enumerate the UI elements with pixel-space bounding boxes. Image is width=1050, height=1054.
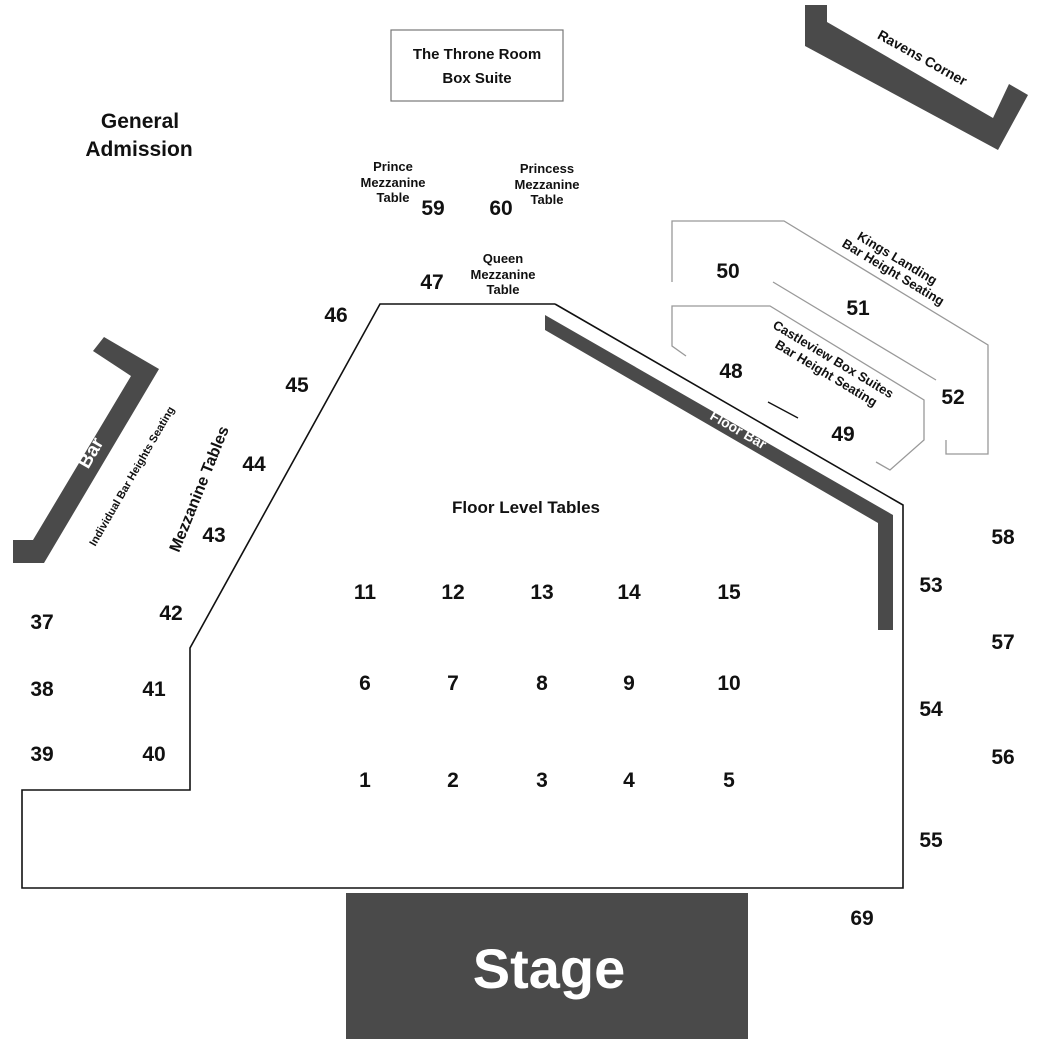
bar-seating-label: Individual Bar Heights Seating (87, 405, 177, 549)
throne-room-box[interactable] (390, 29, 564, 102)
table-49[interactable]: 49 (831, 423, 854, 446)
ravens-corner-bar (805, 5, 1028, 150)
table-57[interactable]: 57 (991, 631, 1014, 654)
table-39[interactable]: 39 (30, 743, 53, 766)
stage (346, 893, 748, 1039)
floor-bar (545, 315, 893, 630)
table-38[interactable]: 38 (30, 678, 54, 701)
princess-label-line3: Table (531, 192, 564, 207)
table-14[interactable]: 14 (617, 581, 641, 604)
queen-label-line2: Mezzanine (470, 267, 535, 282)
table-5[interactable]: 5 (723, 769, 735, 792)
kings-landing-outline (671, 220, 989, 455)
table-9[interactable]: 9 (623, 672, 635, 695)
princess-label-line1: Princess (520, 161, 574, 176)
floor-bar-label: Floor Bar (708, 407, 770, 452)
table-51[interactable]: 51 (846, 297, 870, 320)
table-2[interactable]: 2 (447, 769, 459, 792)
table-52[interactable]: 52 (941, 386, 964, 409)
table-6[interactable]: 6 (359, 672, 371, 695)
table-8[interactable]: 8 (536, 672, 548, 695)
table-58[interactable]: 58 (991, 526, 1015, 549)
table-42[interactable]: 42 (159, 602, 182, 625)
general-admission-line1: General (101, 110, 179, 133)
table-43[interactable]: 43 (202, 524, 225, 547)
general-admission-line2: Admission (85, 138, 192, 161)
prince-label-line1: Prince (373, 159, 413, 174)
main-floor-outline (21, 303, 904, 889)
table-59[interactable]: 59 (421, 197, 444, 220)
castleview-outline (671, 305, 925, 471)
table-10[interactable]: 10 (717, 672, 740, 695)
table-46[interactable]: 46 (324, 304, 347, 327)
throne-room-label-line2: Box Suite (442, 70, 511, 87)
table-7[interactable]: 7 (447, 672, 459, 695)
table-50[interactable]: 50 (716, 260, 739, 283)
stage-label: Stage (473, 937, 626, 1000)
princess-label-line2: Mezzanine (514, 177, 579, 192)
prince-label-line2: Mezzanine (360, 175, 425, 190)
prince-label-line3: Table (377, 190, 410, 205)
table-45[interactable]: 45 (285, 374, 309, 397)
table-44[interactable]: 44 (242, 453, 266, 476)
table-60[interactable]: 60 (489, 197, 512, 220)
table-53[interactable]: 53 (919, 574, 942, 597)
throne-room-label-line1: The Throne Room (413, 46, 541, 63)
table-40[interactable]: 40 (142, 743, 165, 766)
floor-level-tables-label: Floor Level Tables (452, 498, 600, 517)
kings-landing-inner-line (772, 281, 937, 381)
table-41[interactable]: 41 (142, 678, 166, 701)
table-15[interactable]: 15 (717, 581, 741, 604)
table-13[interactable]: 13 (530, 581, 553, 604)
left-bar (13, 337, 159, 563)
table-4[interactable]: 4 (623, 769, 635, 792)
table-11[interactable]: 11 (354, 581, 377, 604)
table-56[interactable]: 56 (991, 746, 1014, 769)
table-1[interactable]: 1 (359, 769, 371, 792)
queen-label-line3: Table (487, 282, 520, 297)
table-69[interactable]: 69 (850, 907, 873, 930)
table-12[interactable]: 12 (441, 581, 464, 604)
castleview-inner-line (767, 401, 799, 419)
table-3[interactable]: 3 (536, 769, 548, 792)
table-54[interactable]: 54 (919, 698, 943, 721)
table-48[interactable]: 48 (719, 360, 743, 383)
table-37[interactable]: 37 (30, 611, 53, 634)
table-47[interactable]: 47 (420, 271, 443, 294)
queen-label-line1: Queen (483, 251, 524, 266)
table-55[interactable]: 55 (919, 829, 943, 852)
